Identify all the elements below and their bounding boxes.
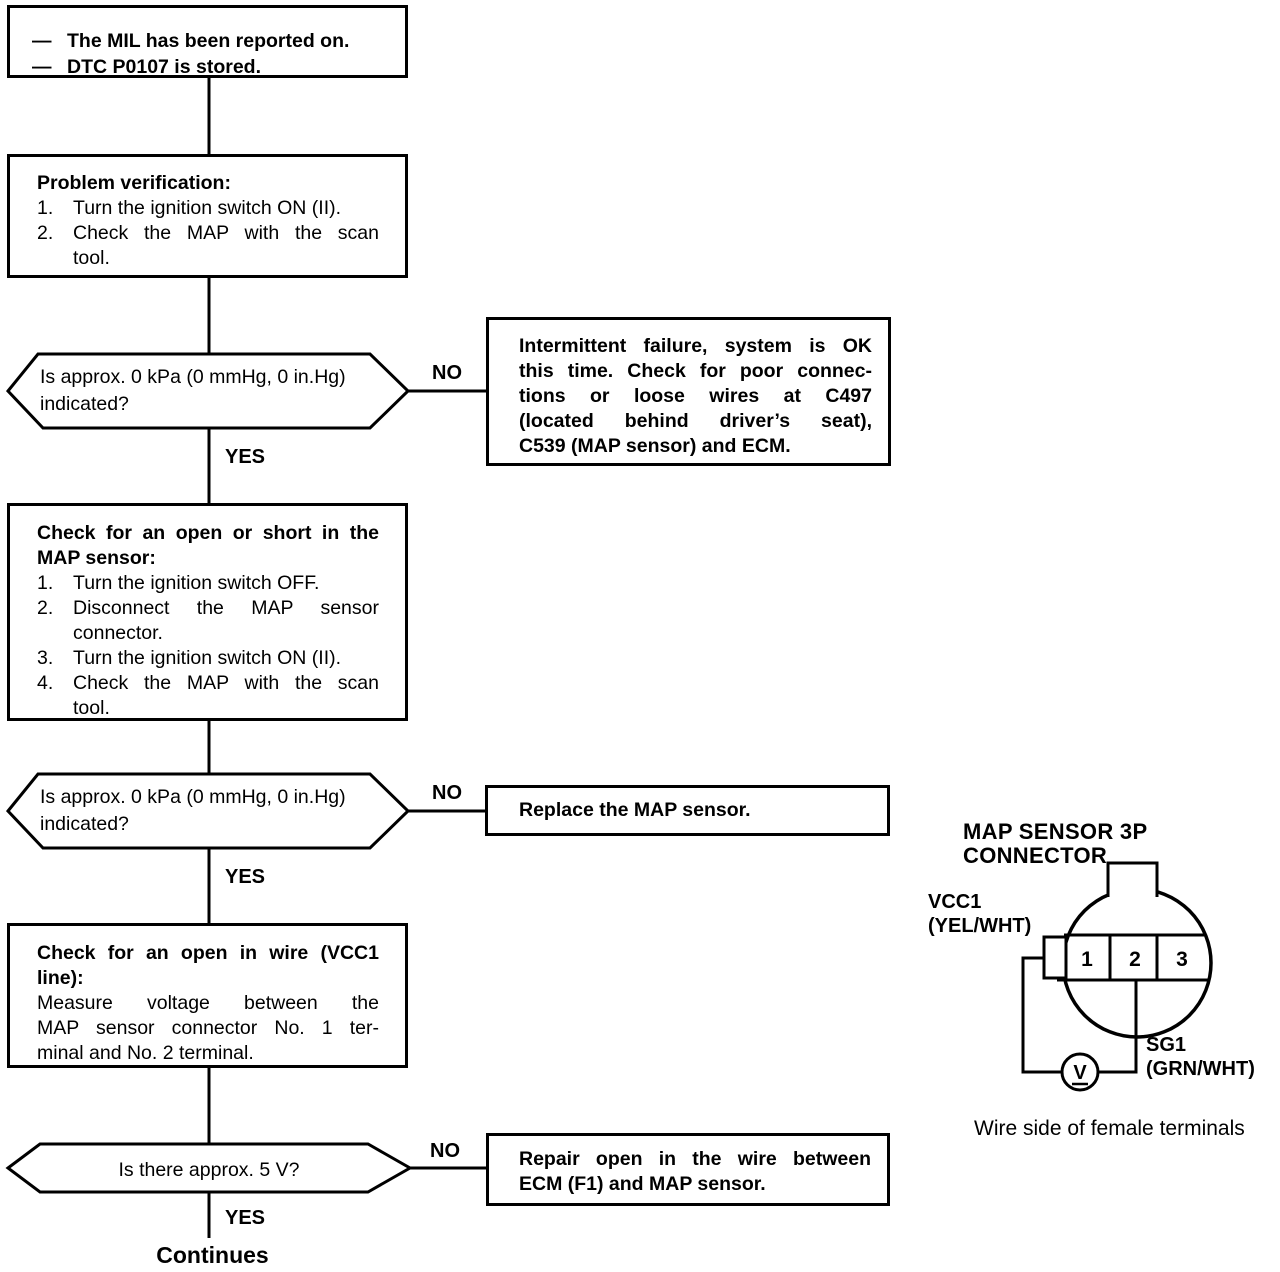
sg1-wire-label: SG1 (GRN/WHT)	[1146, 1033, 1255, 1081]
map-sensor-connector-diagram: V 1 2 3	[1021, 861, 1213, 1092]
pin-1-label: 1	[1081, 948, 1093, 971]
decision-line: Is there approx. 5 V?	[118, 1159, 300, 1181]
step-line: Turn the ignition switch OFF.	[73, 572, 320, 594]
start-line-text: The MIL has been reported on.	[67, 30, 350, 52]
step-line: Check the MAP with the scan	[73, 222, 379, 244]
step-item: 3. Turn the ignition switch ON (II).	[37, 646, 379, 671]
no-label-2: NO	[432, 782, 462, 804]
step-number: 4.	[37, 672, 54, 694]
yes-label-3: YES	[225, 1207, 266, 1229]
step-line: tool.	[73, 247, 110, 269]
body-line: Measure voltage between the	[37, 992, 379, 1014]
decision-line: Is approx. 0 kPa (0 mmHg, 0 in.Hg)	[40, 366, 346, 388]
step-item: 1. Turn the ignition switch ON (II).	[37, 196, 379, 221]
wire-signal-name: VCC1	[928, 891, 982, 913]
result-line: this time. Check for poor connec-	[519, 360, 872, 382]
step-item: 4. Check the MAP with the scan tool.	[37, 671, 379, 721]
result-line: Replace the MAP sensor.	[519, 799, 751, 821]
decision-line: indicated?	[40, 813, 129, 835]
intermittent-failure-box: Intermittent failure, system is OK this …	[486, 317, 891, 466]
connector-key-notch	[1042, 935, 1068, 980]
start-line: — The MIL has been reported on.	[32, 28, 387, 54]
pin-3-label: 3	[1176, 948, 1188, 971]
decision-line: indicated?	[40, 393, 129, 415]
repair-open-wire-box: Repair open in the wire between ECM (F1)…	[486, 1133, 890, 1206]
step-number: 1.	[37, 197, 54, 219]
step-line: Turn the ignition switch ON (II).	[73, 647, 342, 669]
decision-hexagon-2	[6, 772, 411, 850]
continues-label: Continues	[156, 1242, 269, 1268]
no-label-1: NO	[432, 362, 462, 384]
step-item: 2. Disconnect the MAP sensor connector.	[37, 596, 379, 646]
step-line: Turn the ignition switch ON (II).	[73, 197, 342, 219]
result-line: C539 (MAP sensor) and ECM.	[519, 435, 791, 457]
box-title-line: line):	[37, 967, 84, 989]
box-title-line: Check for an open or short in the	[37, 522, 379, 544]
result-line: ECM (F1) and MAP sensor.	[519, 1173, 766, 1195]
box-title: Problem verification:	[37, 172, 231, 194]
wire-signal-name: SG1	[1146, 1034, 1187, 1056]
step-item: 2. Check the MAP with the scan tool.	[37, 221, 379, 271]
result-line: Intermittent failure, system is OK	[519, 335, 872, 357]
wire-color-code: (YEL/WHT)	[928, 915, 1032, 937]
step-number: 3.	[37, 647, 54, 669]
box-title-line: Check for an open in wire (VCC1	[37, 942, 379, 964]
dash-bullet: —	[32, 56, 52, 78]
result-line: Repair open in the wire between	[519, 1148, 871, 1170]
connector-tab-fill	[1108, 861, 1157, 897]
replace-map-sensor-box: Replace the MAP sensor.	[485, 785, 890, 836]
connector-caption: Wire side of female terminals	[974, 1117, 1245, 1140]
step-number: 1.	[37, 572, 54, 594]
no-label-3: NO	[430, 1140, 460, 1162]
vcc1-test-wire	[1021, 956, 1062, 1074]
decision-map-reading-2: Is approx. 0 kPa (0 mmHg, 0 in.Hg) indic…	[40, 784, 385, 838]
result-line: tions or loose wires at C497	[519, 385, 872, 407]
step-item: 1. Turn the ignition switch OFF.	[37, 571, 379, 596]
result-line: (located behind driver’s seat),	[519, 410, 872, 432]
start-line: — DTC P0107 is stored.	[32, 54, 387, 80]
check-open-short-box: Check for an open or short in the MAP se…	[7, 503, 408, 721]
decision-hexagon-1	[6, 352, 411, 430]
pin-2-label: 2	[1129, 948, 1141, 971]
decision-5v: Is there approx. 5 V?	[8, 1157, 410, 1184]
step-line: Check the MAP with the scan	[73, 672, 379, 694]
problem-verification-box: Problem verification: 1. Turn the igniti…	[7, 154, 408, 278]
connector-title: MAP SENSOR 3P CONNECTOR	[963, 819, 1148, 868]
decision-line: Is approx. 0 kPa (0 mmHg, 0 in.Hg)	[40, 786, 346, 808]
box-title-line: MAP sensor:	[37, 547, 156, 569]
step-line: connector.	[73, 622, 163, 644]
step-number: 2.	[37, 597, 54, 619]
decision-map-reading-1: Is approx. 0 kPa (0 mmHg, 0 in.Hg) indic…	[40, 364, 385, 418]
yes-label-2: YES	[225, 866, 266, 888]
step-line: Disconnect the MAP sensor	[73, 597, 379, 619]
no-branch-lines	[408, 389, 486, 1170]
start-box: — The MIL has been reported on. — DTC P0…	[7, 5, 408, 78]
check-open-wire-box: Check for an open in wire (VCC1 line): M…	[7, 923, 408, 1068]
connector-tab-outline	[1106, 861, 1159, 897]
wire-color-code: (GRN/WHT)	[1146, 1058, 1255, 1080]
step-line: tool.	[73, 697, 110, 719]
decision-hexagon-3	[5, 1142, 414, 1194]
body-line: MAP sensor connector No. 1 ter-	[37, 1017, 379, 1039]
vcc1-wire-label: VCC1 (YEL/WHT)	[928, 890, 1031, 938]
body-line: minal and No. 2 terminal.	[37, 1042, 254, 1064]
voltmeter-icon	[1060, 1052, 1100, 1092]
start-line-text: DTC P0107 is stored.	[67, 56, 261, 78]
voltmeter-symbol: V	[1073, 1062, 1087, 1084]
yes-label-1: YES	[225, 446, 266, 468]
sg1-test-wire	[1098, 980, 1138, 1074]
dash-bullet: —	[32, 30, 52, 52]
step-number: 2.	[37, 222, 54, 244]
